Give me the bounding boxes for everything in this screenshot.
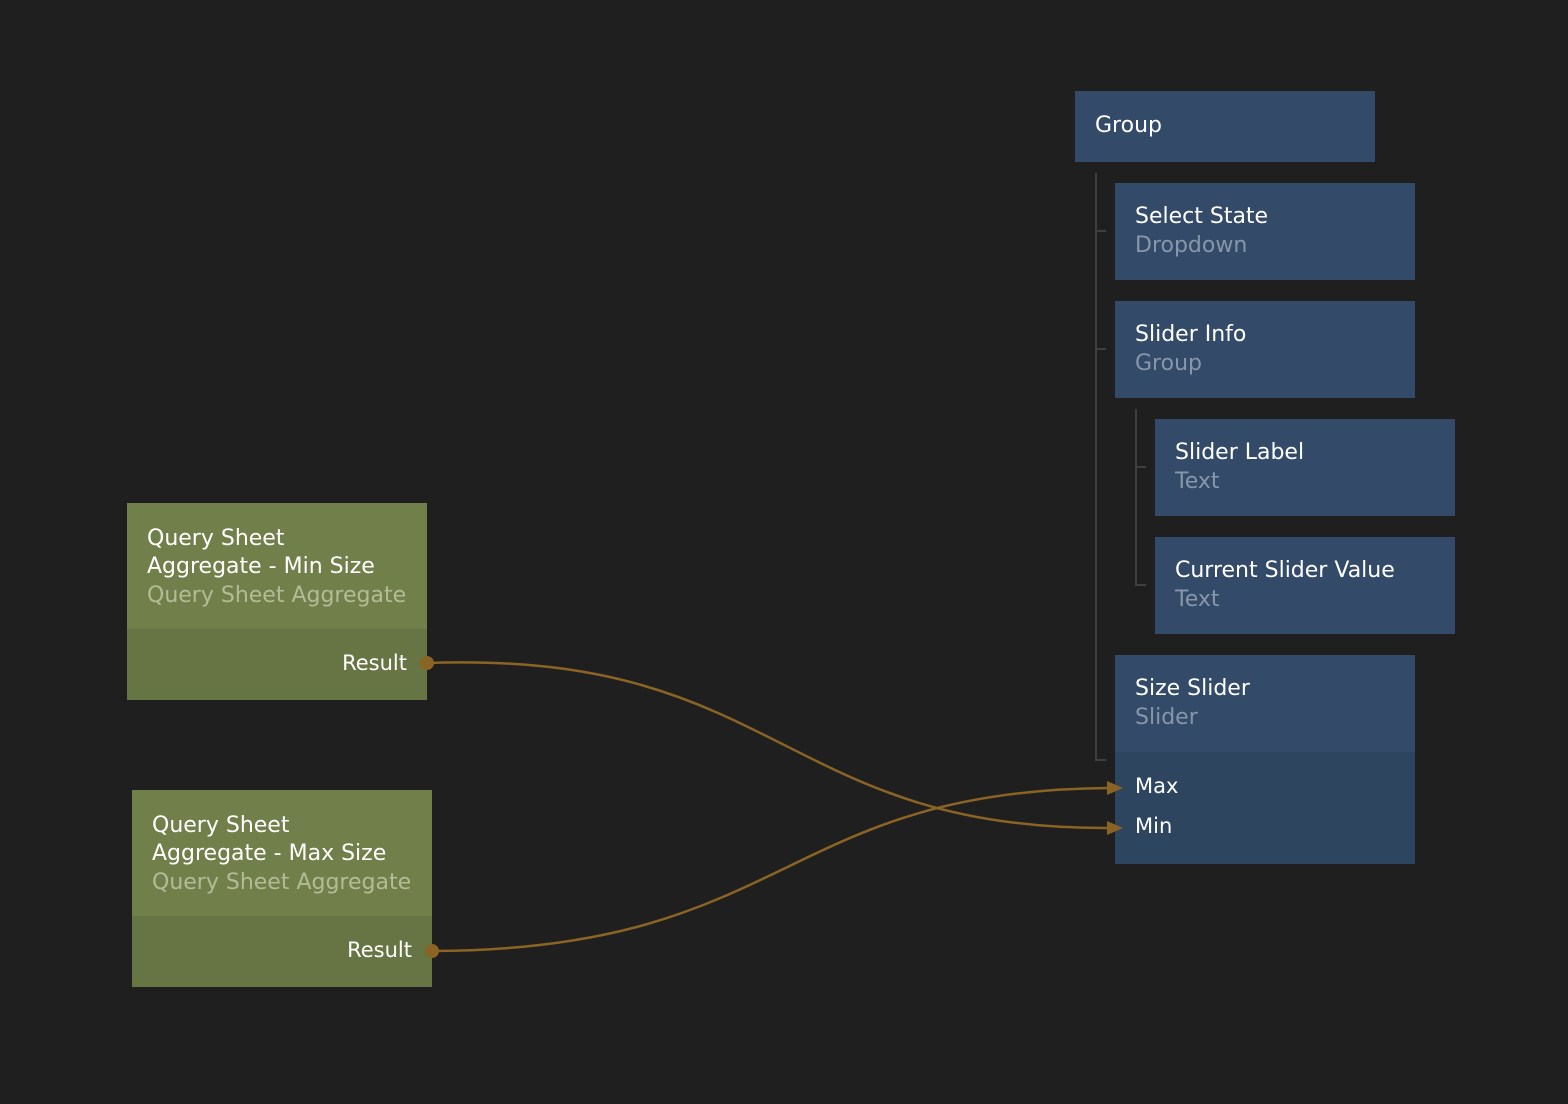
node-select-state[interactable]: Select State Dropdown bbox=[1115, 183, 1415, 280]
node-type: Dropdown bbox=[1135, 233, 1248, 258]
node-input-ports: Max Min bbox=[1115, 752, 1415, 864]
node-type: Text bbox=[1175, 587, 1220, 612]
node-type: Query Sheet Aggregate bbox=[147, 583, 407, 608]
output-port-dot-max bbox=[425, 944, 439, 958]
tree-line-slider-info-children bbox=[1135, 409, 1146, 586]
output-port-dot-min bbox=[420, 656, 434, 670]
input-port-arrow-max bbox=[1107, 781, 1123, 795]
node-title: Slider Info bbox=[1135, 322, 1247, 347]
node-title-line-2: Aggregate - Max Size bbox=[152, 841, 387, 866]
port-min[interactable]: Min bbox=[1135, 814, 1173, 838]
node-type: Text bbox=[1175, 469, 1220, 494]
tree-line-group-children bbox=[1095, 173, 1106, 761]
node-group[interactable]: Group bbox=[1075, 91, 1375, 162]
node-title: Size Slider bbox=[1135, 676, 1250, 701]
port-result[interactable]: Result bbox=[342, 651, 407, 675]
node-title: Group bbox=[1095, 113, 1162, 138]
node-type: Group bbox=[1135, 351, 1202, 376]
node-query-max-size[interactable]: Query Sheet Aggregate - Max Size Query S… bbox=[132, 790, 432, 987]
node-size-slider[interactable]: Size Slider Slider Max Min bbox=[1115, 655, 1415, 864]
node-type: Query Sheet Aggregate bbox=[152, 870, 412, 895]
node-title-line-2: Aggregate - Min Size bbox=[147, 554, 375, 579]
input-port-arrow-min bbox=[1107, 821, 1123, 835]
node-output-ports: Result bbox=[127, 629, 427, 700]
node-title: Slider Label bbox=[1175, 440, 1305, 465]
node-output-ports: Result bbox=[132, 916, 432, 987]
node-slider-info[interactable]: Slider Info Group bbox=[1115, 301, 1415, 398]
node-title: Select State bbox=[1135, 204, 1269, 229]
node-type: Slider bbox=[1135, 705, 1198, 730]
node-current-slider-value[interactable]: Current Slider Value Text bbox=[1155, 537, 1455, 634]
connection-min-result-to-slider-min bbox=[426, 661, 1111, 830]
node-query-min-size[interactable]: Query Sheet Aggregate - Min Size Query S… bbox=[127, 503, 427, 700]
connection-max-result-to-slider-max bbox=[431, 786, 1111, 953]
port-result[interactable]: Result bbox=[347, 938, 412, 962]
node-title: Current Slider Value bbox=[1175, 558, 1395, 583]
node-title-line-1: Query Sheet bbox=[152, 813, 290, 838]
node-slider-label[interactable]: Slider Label Text bbox=[1155, 419, 1455, 516]
port-max[interactable]: Max bbox=[1135, 774, 1179, 798]
node-title-line-1: Query Sheet bbox=[147, 526, 285, 551]
